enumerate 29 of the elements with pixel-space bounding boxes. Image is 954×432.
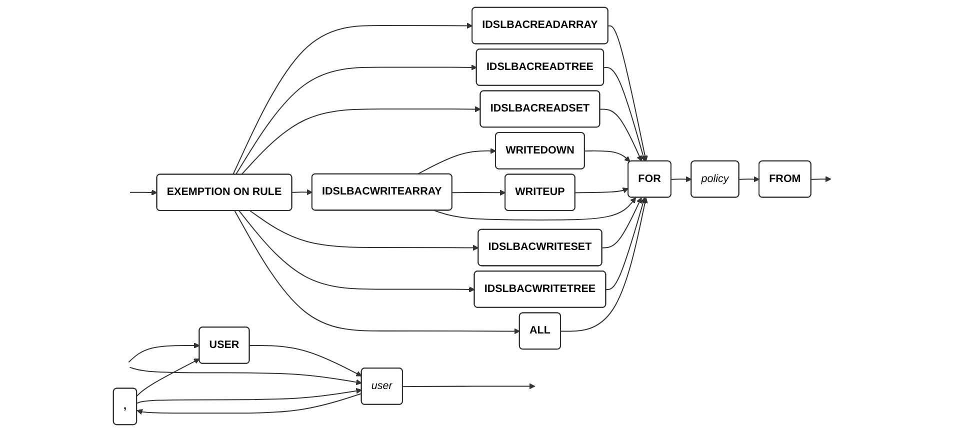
- arrow: [234, 210, 520, 334]
- arrow: [129, 366, 362, 386]
- arrow: [604, 67, 646, 162]
- arrow: [738, 176, 760, 182]
- arrow: [560, 197, 648, 332]
- arrow: [434, 197, 636, 220]
- arrow: [128, 342, 200, 363]
- arrow: [671, 176, 692, 182]
- arrow: [416, 148, 496, 175]
- arrow: [136, 358, 200, 396]
- arrow: [452, 190, 506, 196]
- arrow: [608, 25, 648, 162]
- arrow: [402, 383, 535, 390]
- arrow: [238, 210, 475, 292]
- arrow: [600, 108, 642, 162]
- arrow: [136, 393, 362, 415]
- arrow: [240, 106, 481, 175]
- arrow: [584, 150, 630, 162]
- arrow: [810, 176, 832, 182]
- arrow: [249, 345, 362, 376]
- arrow: [232, 22, 472, 175]
- arrow: [602, 197, 642, 248]
- arrow: [292, 189, 312, 196]
- arrow: [250, 210, 478, 251]
- arrow: [136, 388, 362, 404]
- arrow: [235, 64, 477, 175]
- arrow: [130, 190, 158, 196]
- arrow: [574, 188, 628, 194]
- arrow: [606, 197, 646, 290]
